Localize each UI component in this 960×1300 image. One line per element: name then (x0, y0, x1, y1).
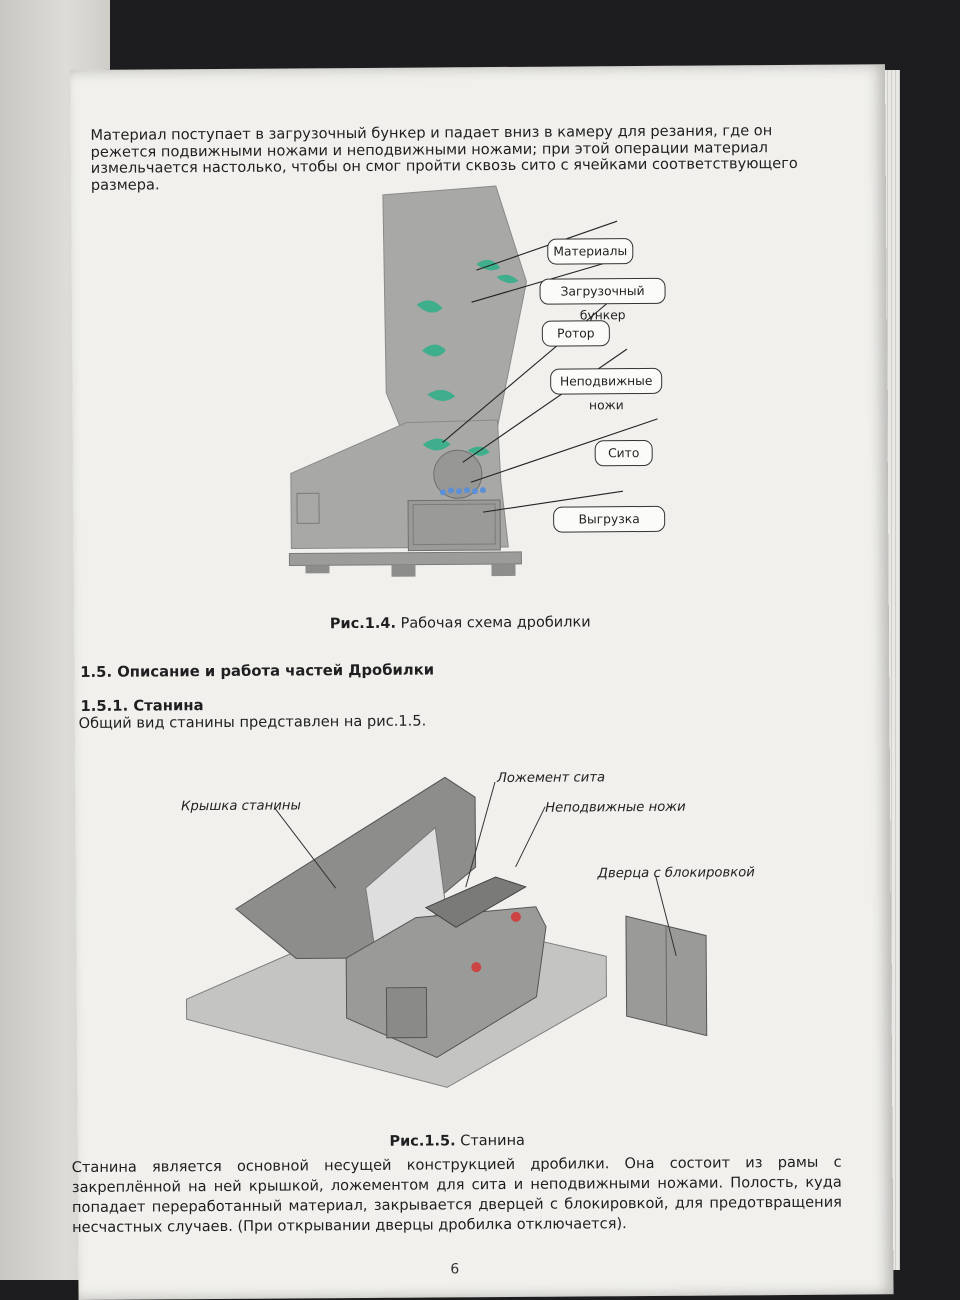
label-frame-cover: Крышка станины (181, 798, 301, 815)
crusher-base (288, 551, 522, 566)
label-materials: Материалы (547, 238, 634, 265)
label-sieve: Сито (594, 439, 653, 467)
figure-1-4-caption: Рис.1.4. Рабочая схема дробилки (330, 614, 591, 632)
document-page: Материал поступает в загрузочный бункер … (70, 64, 894, 1300)
figure-1-5-caption: Рис.1.5. Станина (389, 1133, 525, 1150)
caption-number: Рис.1.4. (329, 615, 397, 633)
sieve-bed (424, 876, 527, 928)
caption-text: Станина (455, 1132, 525, 1150)
label-fixed-knives-1: Неподвижные ножи (550, 367, 663, 412)
crusher-schematic (288, 185, 658, 577)
caption-number: Рис.1.5. (389, 1133, 456, 1150)
subsection-heading: 1.5.1. Станина (80, 697, 204, 715)
caption-text: Рабочая схема дробилки (395, 614, 591, 632)
label-rotor: Ротор (541, 320, 610, 347)
rotor-shape (433, 449, 483, 499)
body-paragraph: Станина является основной несущей констр… (71, 1153, 842, 1237)
label-hopper: Загрузочный бункер (539, 277, 666, 322)
section-heading: 1.5. Описание и работа частей Дробилки (80, 661, 435, 681)
label-fixed-knives-2: Неподвижные ножи (545, 799, 686, 816)
label-door: Дверца с блокировкой (597, 865, 755, 882)
frame-illustration (185, 776, 708, 1088)
page-number: 6 (450, 1261, 460, 1278)
hopper-shape (382, 185, 528, 429)
discharge-box (407, 499, 501, 552)
label-discharge: Выгрузка (553, 505, 666, 533)
subsection-intro: Общий вид станины представлен на рис.1.5… (78, 712, 427, 732)
label-sieve-bed: Ложемент сита (496, 770, 606, 787)
